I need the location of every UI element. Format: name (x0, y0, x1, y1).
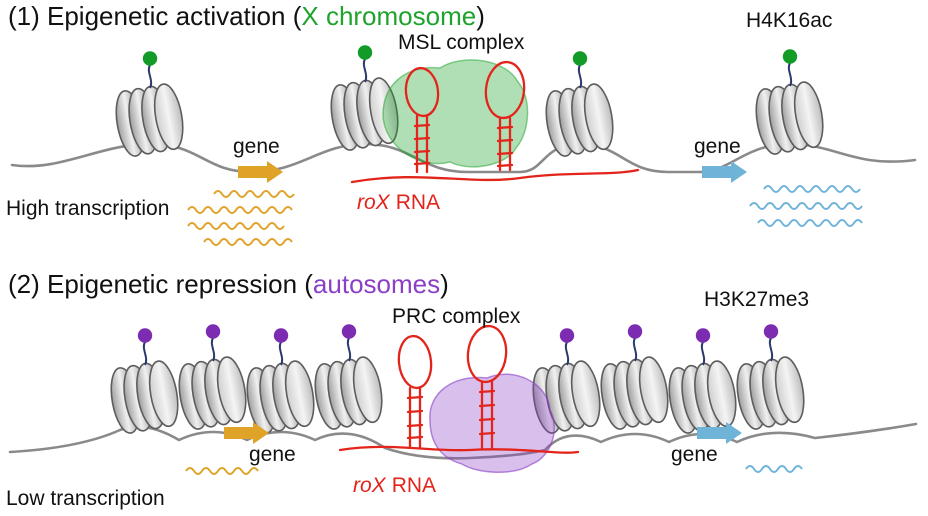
histone-mark-h3k27me3 (694, 327, 712, 366)
histone-mark-h4k16ac (356, 44, 374, 83)
histone-mark-h4k16ac (141, 50, 159, 89)
histone-mark-h3k27me3 (626, 323, 644, 362)
panel2-gene-right-label: gene (671, 443, 718, 466)
low-transcription-label: Low transcription (6, 487, 165, 510)
rna-text: RNA (395, 191, 441, 214)
histone-mark-h3k27me3 (340, 323, 358, 362)
transcripts-orange-low (185, 467, 259, 475)
prc-complex-label: PRC complex (392, 305, 521, 328)
panel1-title-prefix: (1) Epigenetic activation ( (8, 1, 302, 31)
histone-mark-h3k27me3 (558, 327, 576, 366)
high-transcription-label: High transcription (6, 197, 170, 220)
panel2-gene-left-label: gene (249, 443, 296, 466)
panel1-title: (1) Epigenetic activation (X chromosome) (8, 1, 485, 31)
nucleosome (750, 79, 829, 158)
nucleosome (731, 354, 810, 433)
panel2-title: (2) Epigenetic repression (autosomes) (8, 269, 449, 299)
rox-italic: roX (357, 191, 390, 214)
h3k27me3-label: H3K27me3 (704, 288, 810, 311)
histone-mark-h3k27me3 (272, 327, 290, 366)
rox-rna-structure (350, 60, 640, 184)
rox-italic: roX (353, 474, 386, 497)
transcripts-blue-high (749, 185, 863, 227)
nucleosome (540, 81, 619, 160)
gene-arrow-blue (702, 161, 747, 183)
gene-arrow-orange (238, 161, 283, 183)
msl-complex-label: MSL complex (398, 31, 525, 54)
histone-mark-h4k16ac (571, 50, 589, 89)
rna-text: RNA (391, 474, 437, 497)
h4k16ac-label: H4K16ac (746, 9, 833, 32)
panel1-graphics (10, 44, 917, 246)
panel2-title-prefix: (2) Epigenetic repression ( (8, 269, 313, 299)
histone-mark-h3k27me3 (762, 323, 780, 362)
nucleosome (105, 358, 184, 437)
transcripts-orange-high (187, 190, 295, 246)
panel1-gene-right-label: gene (694, 135, 741, 158)
panel2-title-highlight: autosomes (312, 269, 441, 299)
nucleosome (309, 354, 388, 433)
panel2-graphics (8, 323, 918, 475)
histone-mark-h3k27me3 (204, 323, 222, 362)
rox-rna-structure (338, 324, 580, 454)
histone-mark-h3k27me3 (136, 327, 154, 366)
msl-complex-blob (382, 59, 529, 168)
panel2-title-suffix: ) (440, 269, 449, 299)
nucleosome (173, 354, 252, 433)
panel1-title-highlight: X chromosome (301, 1, 477, 31)
nucleosome (663, 358, 742, 437)
histone-mark-h4k16ac (781, 48, 799, 87)
panel1-title-suffix: ) (476, 1, 485, 31)
transcripts-blue-low (745, 465, 803, 473)
nucleosome (595, 354, 674, 433)
panel1-gene-left-label: gene (233, 135, 280, 158)
dna-strand (8, 422, 918, 460)
